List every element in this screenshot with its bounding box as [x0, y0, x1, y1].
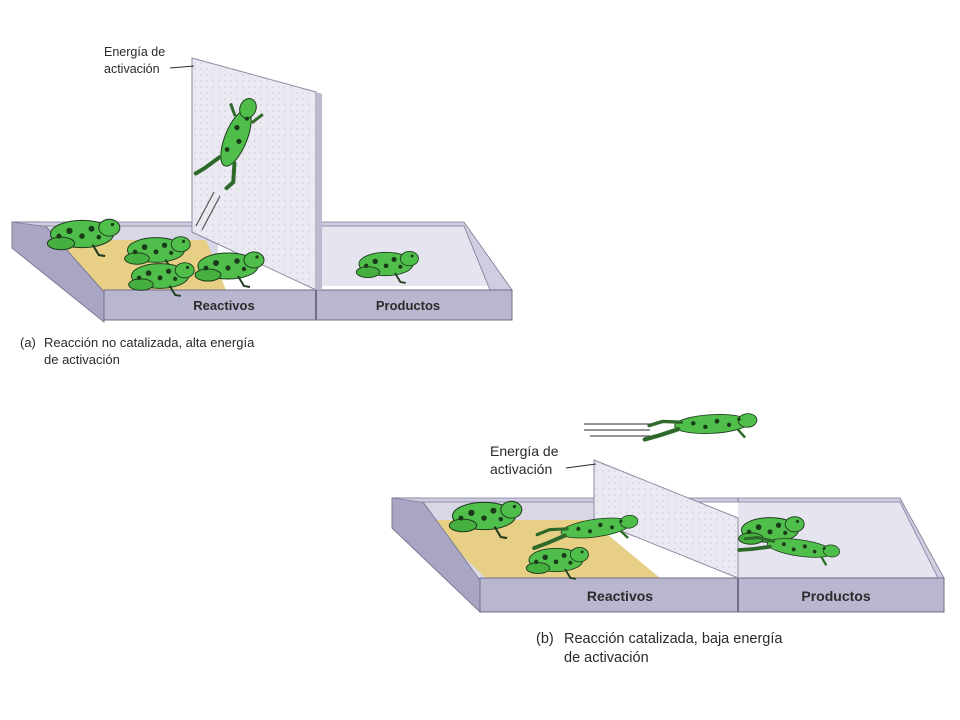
panel-b-reactants-label: Reactivos	[587, 588, 653, 604]
panel-b-caption-line1: Reacción catalizada, baja energía	[564, 631, 783, 647]
panel-b-products-label: Productos	[801, 588, 870, 604]
panel-a-products-label: Productos	[376, 298, 440, 313]
panel-b-caption-line2: de activación	[564, 650, 649, 666]
panel-b-annotation-leader	[565, 463, 597, 469]
panel-b-caption-tag: (b)	[536, 631, 554, 647]
panel-a-annotation-leader	[169, 65, 195, 69]
panel-b-activation-label-line2: activación	[490, 461, 552, 477]
panel-b-motion-lines	[584, 423, 650, 437]
panel-a-caption-tag: (a)	[20, 335, 36, 350]
panel-a-uncatalyzed: Energía de activación Reactivos Producto…	[11, 45, 513, 367]
panel-b-tray-front	[479, 577, 945, 613]
panel-a-caption-line1: Reacción no catalizada, alta energía	[44, 335, 255, 350]
panel-a-caption-line2: de activación	[44, 352, 120, 367]
panel-a-reactants-label: Reactivos	[193, 298, 254, 313]
panel-b-catalyzed: Energía de activación Reactivos Producto…	[391, 412, 945, 666]
panel-b-activation-label-line1: Energía de	[490, 443, 559, 459]
panel-a-tray-front	[103, 289, 513, 321]
panel-a-activation-label-line2: activación	[104, 62, 160, 76]
panel-a-motion-lines	[195, 191, 221, 231]
panel-a-activation-label-line1: Energía de	[104, 45, 165, 59]
panel-b-frog-flying	[644, 412, 758, 443]
